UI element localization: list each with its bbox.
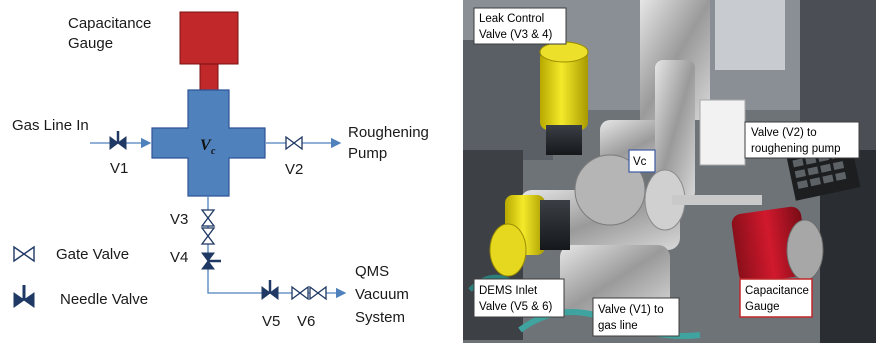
svg-text:roughening pump: roughening pump: [751, 143, 841, 155]
schematic: Capacitance Gauge V c Gas Line In V1 V2 …: [12, 12, 429, 330]
legend-gate-valve-icon: [14, 247, 34, 261]
qms-label-line3: System: [355, 309, 405, 326]
v3-label: V3: [170, 211, 188, 228]
svg-text:Capacitance: Capacitance: [745, 285, 809, 297]
vc-subscript: c: [211, 146, 216, 157]
svg-text:Valve (V2) to: Valve (V2) to: [751, 127, 817, 139]
capacitance-gauge-head: [180, 12, 238, 64]
svg-text:Gauge: Gauge: [745, 301, 780, 313]
v4-needle-valve-icon: [202, 253, 221, 269]
photo-label-leak-control: Leak Control Valve (V3 & 4): [474, 8, 566, 44]
v5-label: V5: [262, 313, 280, 330]
gas-line-in-label: Gas Line In: [12, 117, 89, 134]
capacitance-gauge-label-line2: Gauge: [68, 35, 113, 52]
svg-text:gas line: gas line: [598, 320, 638, 332]
photo-label-capacitance-gauge: Capacitance Gauge: [740, 279, 812, 317]
v6-gate-valve-icon: [292, 287, 308, 299]
roughening-pump-label-line1: Roughening: [348, 124, 429, 141]
v1-needle-valve-icon: [110, 131, 126, 149]
v6b-gate-valve-icon: [310, 287, 326, 299]
photo-label-vc: Vc: [629, 150, 655, 172]
photo-label-valve-v1: Valve (V1) to gas line: [593, 298, 679, 336]
qms-label-line1: QMS: [355, 263, 389, 280]
photo-label-valve-v2: Valve (V2) to roughening pump: [745, 122, 859, 158]
svg-text:DEMS Inlet: DEMS Inlet: [479, 285, 538, 297]
capacitance-gauge-neck: [200, 64, 218, 90]
legend-gate-valve-label: Gate Valve: [56, 246, 129, 263]
legend-needle-valve-label: Needle Valve: [60, 291, 148, 308]
v4-label: V4: [170, 249, 188, 266]
v3-v4-gate-valve-icon: [202, 228, 214, 244]
svg-text:Vc: Vc: [633, 156, 647, 168]
v1-label: V1: [110, 160, 128, 177]
qms-line: [208, 196, 345, 293]
svg-text:Valve (V3 & 4): Valve (V3 & 4): [479, 29, 552, 41]
v5-needle-valve-icon: [262, 280, 278, 299]
capacitance-gauge-label-line1: Capacitance: [68, 15, 151, 32]
v6-label: V6: [297, 313, 315, 330]
svg-text:Leak Control: Leak Control: [479, 13, 544, 25]
legend-needle-valve-icon: [14, 285, 34, 307]
qms-label-line2: Vacuum: [355, 286, 409, 303]
v2-label: V2: [285, 161, 303, 178]
photo-label-dems-inlet: DEMS Inlet Valve (V5 & 6): [474, 279, 564, 317]
svg-text:Valve (V5 & 6): Valve (V5 & 6): [479, 301, 552, 313]
svg-text:Valve (V1) to: Valve (V1) to: [598, 304, 664, 316]
v2-gate-valve-icon: [286, 137, 302, 149]
v3-gate-valve-icon: [202, 210, 214, 226]
roughening-pump-label-line2: Pump: [348, 145, 387, 162]
